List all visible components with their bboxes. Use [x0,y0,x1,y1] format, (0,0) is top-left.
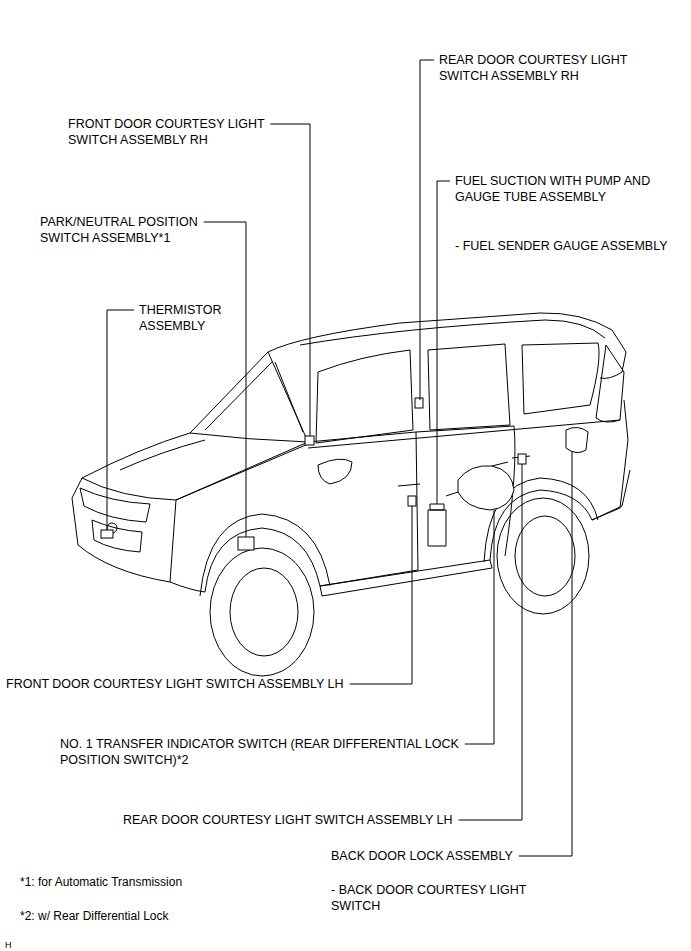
front-face [72,478,176,582]
rear-door-lh-switch-part [518,454,526,464]
part-label: PARK/NEUTRAL POSITION SWITCH ASSEMBLY*1 [40,214,222,246]
leader-line [519,452,572,856]
park-neutral-switch-part [238,537,254,550]
part-label: FRONT DOOR COURTESY LIGHT SWITCH ASSEMBL… [68,116,290,148]
rear-rim [515,516,575,596]
quarter-window [522,343,599,414]
sub-part-label: - BACK DOOR COURTESY LIGHT SWITCH [331,882,531,914]
leader-line [465,510,494,744]
back-door-lock-part [566,427,588,452]
leader-line [107,310,134,530]
rear-door-window [428,344,510,430]
hood-crease [120,440,205,470]
body-lower [170,400,628,592]
rear-bumper [592,470,630,520]
part-label: REAR DOOR COURTESY LIGHT SWITCH ASSEMBLY… [439,52,675,84]
mirror [318,459,352,484]
part-label: BACK DOOR LOCK ASSEMBLY [331,848,513,864]
windshield-inner [205,362,303,432]
front-door-handle [398,484,420,486]
fender-flare [200,478,598,596]
leader-line [458,464,522,820]
figure-code: H [5,937,12,951]
part-label: THERMISTOR ASSEMBLY [139,302,239,334]
rear-glass [596,345,624,422]
leader-line [270,124,310,436]
sub-part-label: - FUEL SENDER GAUGE ASSEMBLY [455,238,687,254]
leader-line [350,506,412,684]
front-door-window [316,350,413,443]
part-label: REAR DOOR COURTESY LIGHT SWITCH ASSEMBLY… [123,812,452,828]
roof-line [268,313,626,378]
headlamp [80,488,150,522]
footnote: *1: for Automatic Transmission [20,874,182,890]
grille [92,520,142,552]
rear-door-rh-switch-part [415,398,423,408]
windshield [190,352,308,442]
part-label: FUEL SUCTION WITH PUMP AND GAUGE TUBE AS… [455,173,660,205]
leader-line [420,60,434,400]
leader-line [437,181,450,504]
footnote: *2: w/ Rear Differential Lock [20,908,169,924]
side-sill [320,560,492,596]
rear-tire [497,498,589,614]
fuel-pump-part [428,504,446,546]
part-label: NO. 1 TRANSFER INDICATOR SWITCH (REAR DI… [60,736,470,768]
hood [82,433,308,500]
front-door-lh-switch-part [408,496,416,506]
rear-differential-part [446,462,514,510]
rear-door [416,426,515,556]
front-rim [230,568,298,656]
leader-line [204,222,246,537]
thermistor-part [101,530,113,538]
front-door-rh-switch-part [305,436,314,445]
part-label: FRONT DOOR COURTESY LIGHT SWITCH ASSEMBL… [6,676,344,692]
belt-line [176,420,620,500]
front-tire [210,548,314,676]
roof-rail [300,320,605,345]
